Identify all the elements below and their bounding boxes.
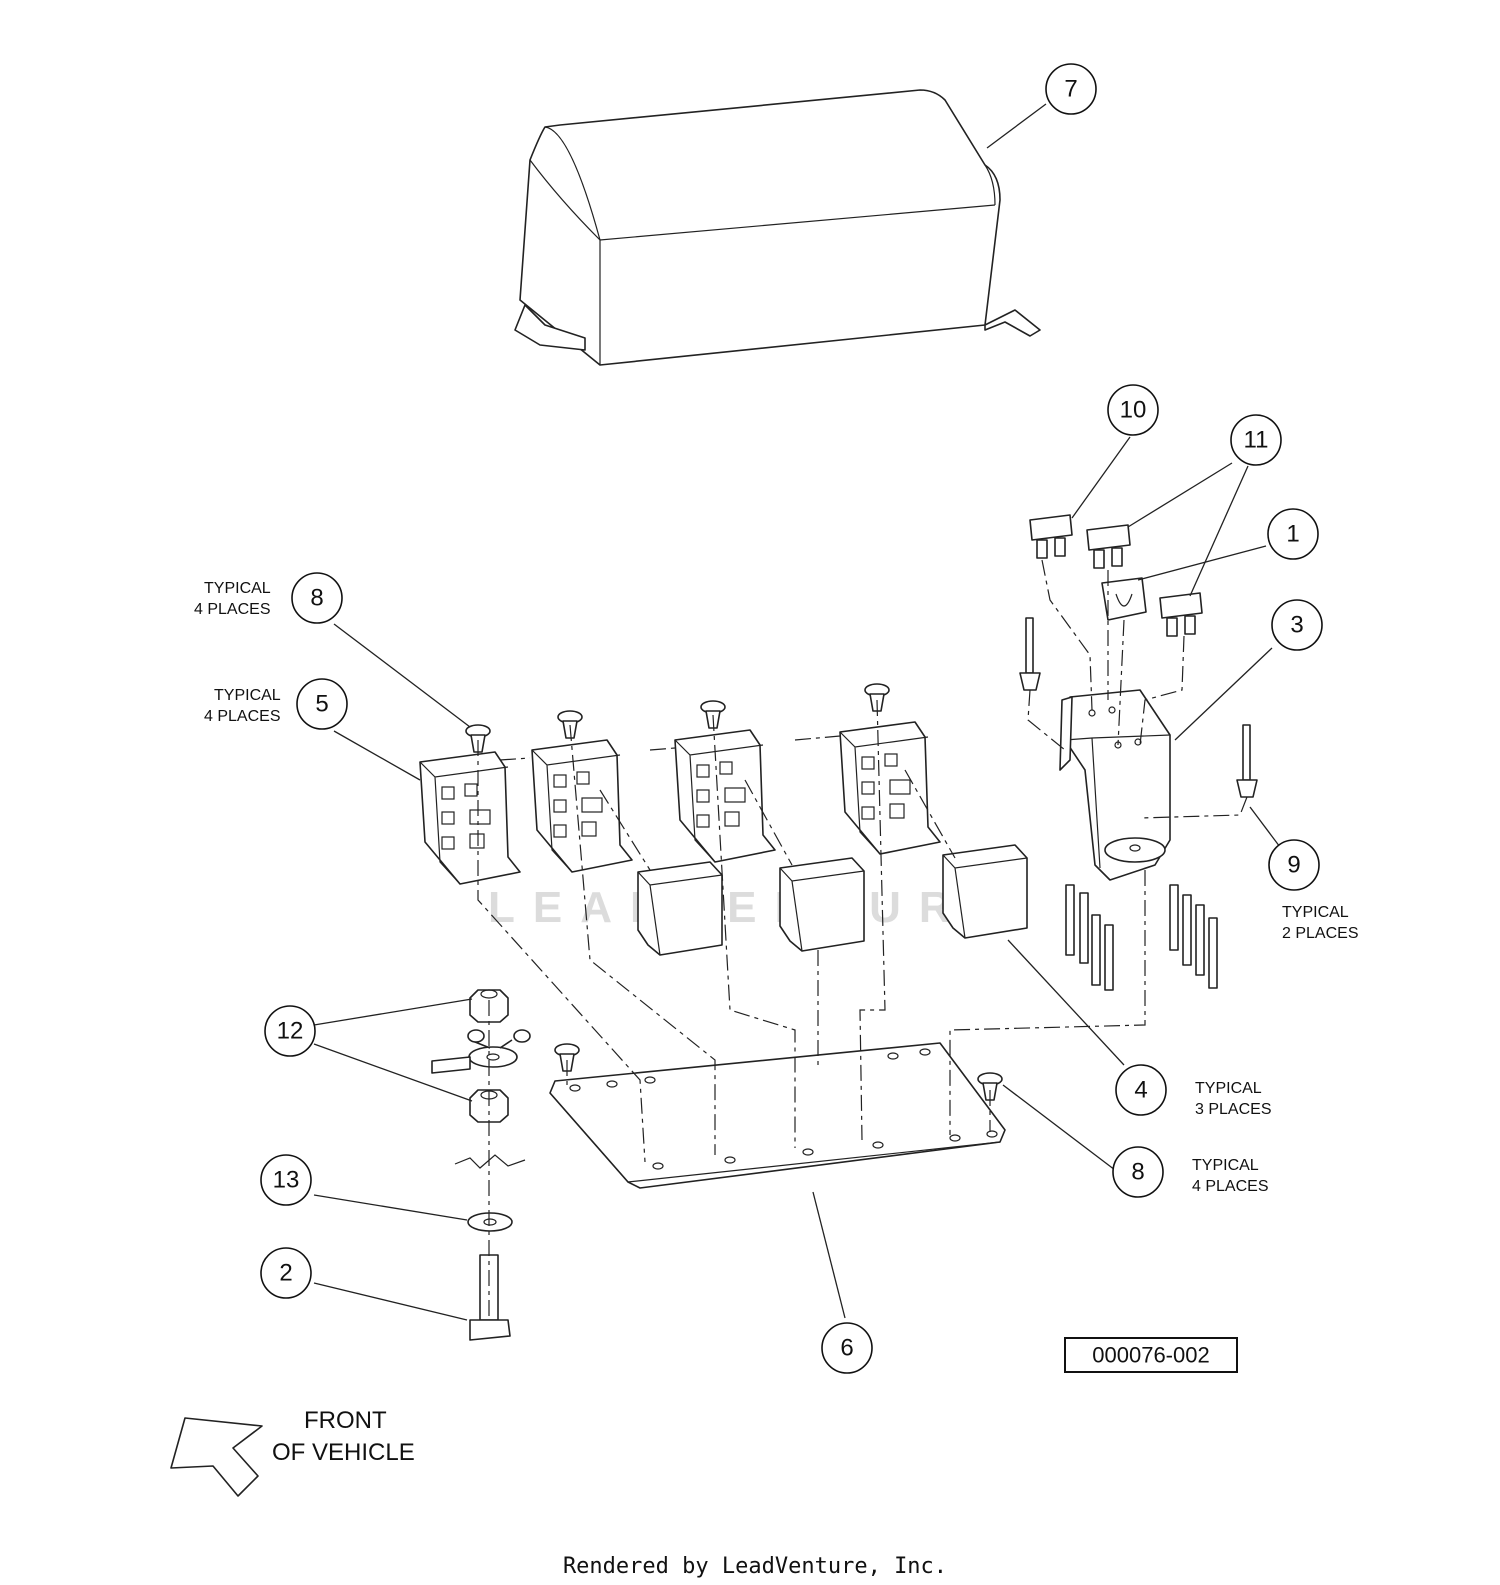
callout-4: 4 bbox=[1115, 1064, 1167, 1116]
callout-13: 13 bbox=[260, 1154, 312, 1206]
note-typical-4-places-plate: TYPICAL 4 PLACES bbox=[1192, 1157, 1268, 1195]
leader-lines bbox=[313, 103, 1281, 1321]
svg-text:TYPICAL: TYPICAL bbox=[204, 580, 271, 597]
svg-text:4 PLACES: 4 PLACES bbox=[1192, 1178, 1268, 1195]
svg-text:TYPICAL: TYPICAL bbox=[1195, 1080, 1262, 1097]
callout-6: 6 bbox=[821, 1322, 873, 1374]
drawing-number: 000076-002 bbox=[1064, 1337, 1238, 1373]
terminal-connectors bbox=[1065, 884, 1218, 991]
callout-2: 2 bbox=[260, 1247, 312, 1299]
flat-washer-13 bbox=[467, 1212, 513, 1232]
bolt-2 bbox=[469, 1254, 511, 1341]
svg-text:FRONT: FRONT bbox=[304, 1407, 387, 1434]
callout-12: 12 bbox=[264, 1005, 316, 1057]
callout-5: 5 bbox=[296, 678, 348, 730]
relay-3 bbox=[942, 844, 1028, 939]
svg-text:6: 6 bbox=[840, 1335, 853, 1362]
callout-10: 10 bbox=[1107, 384, 1159, 436]
footer-credit: Rendered by LeadVenture, Inc. bbox=[563, 1554, 947, 1579]
fuse-10 bbox=[1029, 514, 1073, 559]
svg-text:4 PLACES: 4 PLACES bbox=[194, 601, 270, 618]
svg-text:OF VEHICLE: OF VEHICLE bbox=[272, 1439, 415, 1466]
svg-text:1: 1 bbox=[1286, 521, 1299, 548]
rivet-9-left bbox=[1019, 617, 1041, 691]
note-typical-3-places: TYPICAL 3 PLACES bbox=[1195, 1080, 1271, 1118]
relay-socket-2 bbox=[531, 739, 633, 873]
push-rivet-8-2 bbox=[557, 710, 583, 739]
callout-7: 7 bbox=[1045, 63, 1097, 115]
svg-text:TYPICAL: TYPICAL bbox=[1282, 904, 1349, 921]
cover-part bbox=[514, 89, 1041, 366]
fuse-11-a bbox=[1086, 524, 1131, 569]
svg-text:7: 7 bbox=[1064, 76, 1077, 103]
svg-text:12: 12 bbox=[277, 1018, 304, 1045]
front-arrow-icon bbox=[170, 1417, 263, 1497]
callout-1: 1 bbox=[1267, 508, 1319, 560]
svg-text:4: 4 bbox=[1134, 1077, 1147, 1104]
relay-socket-1 bbox=[419, 751, 521, 885]
relay-socket-3 bbox=[674, 729, 776, 863]
svg-text:3: 3 bbox=[1290, 612, 1303, 639]
svg-text:2 PLACES: 2 PLACES bbox=[1282, 925, 1358, 942]
fuse-1 bbox=[1101, 577, 1147, 621]
svg-text:9: 9 bbox=[1287, 852, 1300, 879]
watermark: LEADVENTURE bbox=[488, 883, 1016, 932]
lock-washer bbox=[454, 1154, 526, 1169]
relay-1 bbox=[637, 861, 723, 956]
assembly-lines bbox=[477, 559, 1248, 1320]
svg-text:TYPICAL: TYPICAL bbox=[214, 687, 281, 704]
note-typical-4-places-socket: TYPICAL 4 PLACES bbox=[204, 687, 281, 725]
rivet-9-right bbox=[1236, 724, 1258, 798]
svg-text:4 PLACES: 4 PLACES bbox=[204, 708, 280, 725]
relay-socket-4 bbox=[839, 721, 941, 855]
svg-text:8: 8 bbox=[1131, 1159, 1144, 1186]
push-rivet-8-6 bbox=[977, 1072, 1003, 1101]
callout-8-top: 8 bbox=[291, 572, 343, 624]
ring-terminals bbox=[431, 1029, 531, 1074]
svg-text:000076-002: 000076-002 bbox=[1092, 1343, 1209, 1368]
svg-text:8: 8 bbox=[310, 585, 323, 612]
svg-text:5: 5 bbox=[315, 691, 328, 718]
fuse-11-b bbox=[1159, 592, 1203, 637]
callout-3: 3 bbox=[1271, 599, 1323, 651]
note-typical-2-places: TYPICAL 2 PLACES bbox=[1282, 904, 1358, 942]
relay-2 bbox=[779, 857, 865, 952]
callout-11: 11 bbox=[1230, 414, 1282, 466]
svg-text:13: 13 bbox=[273, 1167, 300, 1194]
note-typical-4-places-rivet: TYPICAL 4 PLACES bbox=[194, 580, 271, 618]
callout-9: 9 bbox=[1268, 839, 1320, 891]
push-rivet-8-5 bbox=[554, 1043, 580, 1072]
svg-text:3 PLACES: 3 PLACES bbox=[1195, 1101, 1271, 1118]
mounting-plate-part bbox=[549, 1042, 1006, 1189]
svg-text:TYPICAL: TYPICAL bbox=[1192, 1157, 1259, 1174]
front-of-vehicle-indicator: FRONT OF VEHICLE bbox=[170, 1407, 415, 1497]
svg-text:11: 11 bbox=[1244, 427, 1269, 454]
svg-text:2: 2 bbox=[279, 1260, 292, 1287]
svg-text:10: 10 bbox=[1120, 397, 1147, 424]
callout-8-right: 8 bbox=[1112, 1146, 1164, 1198]
fuse-block-part bbox=[1059, 689, 1171, 881]
